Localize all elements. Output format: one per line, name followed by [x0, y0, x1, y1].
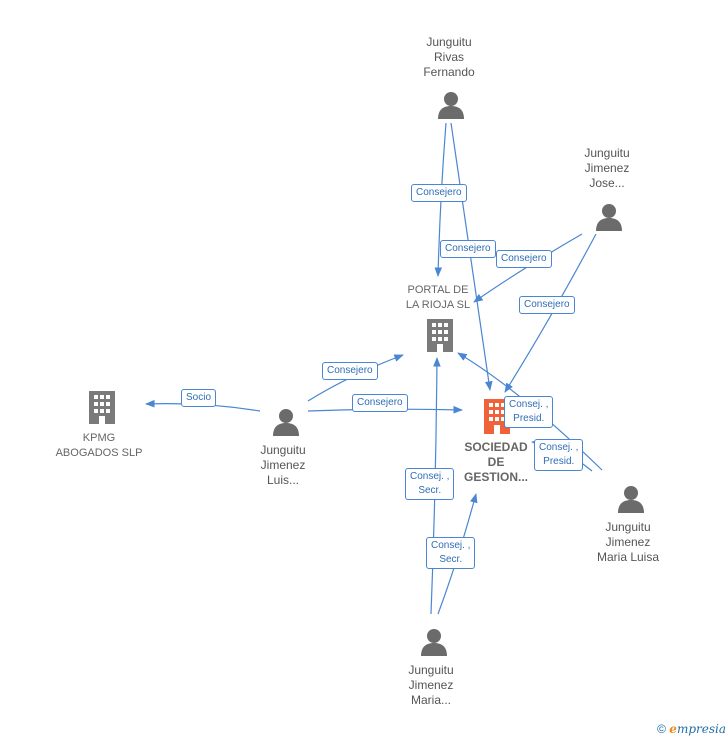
edge-label-consejero[interactable]: Consejero	[440, 240, 496, 258]
node-label-junguitu-jimenez-maria-luisa[interactable]: Junguitu Jimenez Maria Luisa	[596, 520, 660, 564]
person-icon[interactable]	[594, 202, 624, 237]
person-icon[interactable]	[271, 407, 301, 442]
edge-label-consej-secr[interactable]: Consej. , Secr.	[426, 537, 476, 569]
edge-label-consejero[interactable]: Consejero	[519, 296, 575, 314]
person-icon[interactable]	[419, 627, 449, 662]
edge-label-consej-presid[interactable]: Consej. , Presid.	[504, 396, 554, 428]
node-label-sociedad-de-gestion[interactable]: SOCIEDAD DE GESTION...	[463, 440, 528, 484]
node-label-portal-de-la-rioja[interactable]: PORTAL DE LA RIOJA SL	[405, 284, 471, 311]
node-label-kpmg-abogados[interactable]: KPMG ABOGADOS SLP	[55, 432, 143, 459]
edge-label-socio[interactable]: Socio	[181, 389, 217, 407]
node-label-junguitu-rivas-fernando[interactable]: Junguitu Rivas Fernando	[423, 35, 475, 79]
building-icon[interactable]	[424, 318, 456, 357]
edge-label-consej-presid[interactable]: Consej. , Presid.	[534, 439, 584, 471]
edge-junguitu-jimenez-jose-to-portal-de-la-rioja	[473, 233, 583, 303]
node-label-junguitu-jimenez-jose[interactable]: Junguitu Jimenez Jose...	[584, 146, 630, 190]
node-label-junguitu-jimenez-luis[interactable]: Junguitu Jimenez Luis...	[260, 443, 306, 487]
edge-label-consejero[interactable]: Consejero	[322, 362, 378, 380]
copyright-icon: ©	[657, 722, 666, 736]
person-icon[interactable]	[616, 484, 646, 519]
empresia-footer[interactable]: © empresia	[657, 722, 726, 736]
node-label-junguitu-jimenez-maria[interactable]: Junguitu Jimenez Maria...	[408, 663, 454, 707]
edge-label-consej-secr[interactable]: Consej. , Secr.	[405, 468, 455, 500]
edge-junguitu-jimenez-jose-to-sociedad-de-gestion	[504, 233, 597, 393]
empresia-logo-text: mpresia	[676, 722, 726, 736]
person-icon[interactable]	[436, 90, 466, 125]
edge-label-consejero[interactable]: Consejero	[496, 250, 552, 268]
empresia-logo-mark: e	[669, 722, 677, 736]
edge-label-consejero[interactable]: Consejero	[411, 184, 467, 202]
edge-label-consejero[interactable]: Consejero	[352, 394, 408, 412]
building-icon[interactable]	[86, 390, 118, 429]
